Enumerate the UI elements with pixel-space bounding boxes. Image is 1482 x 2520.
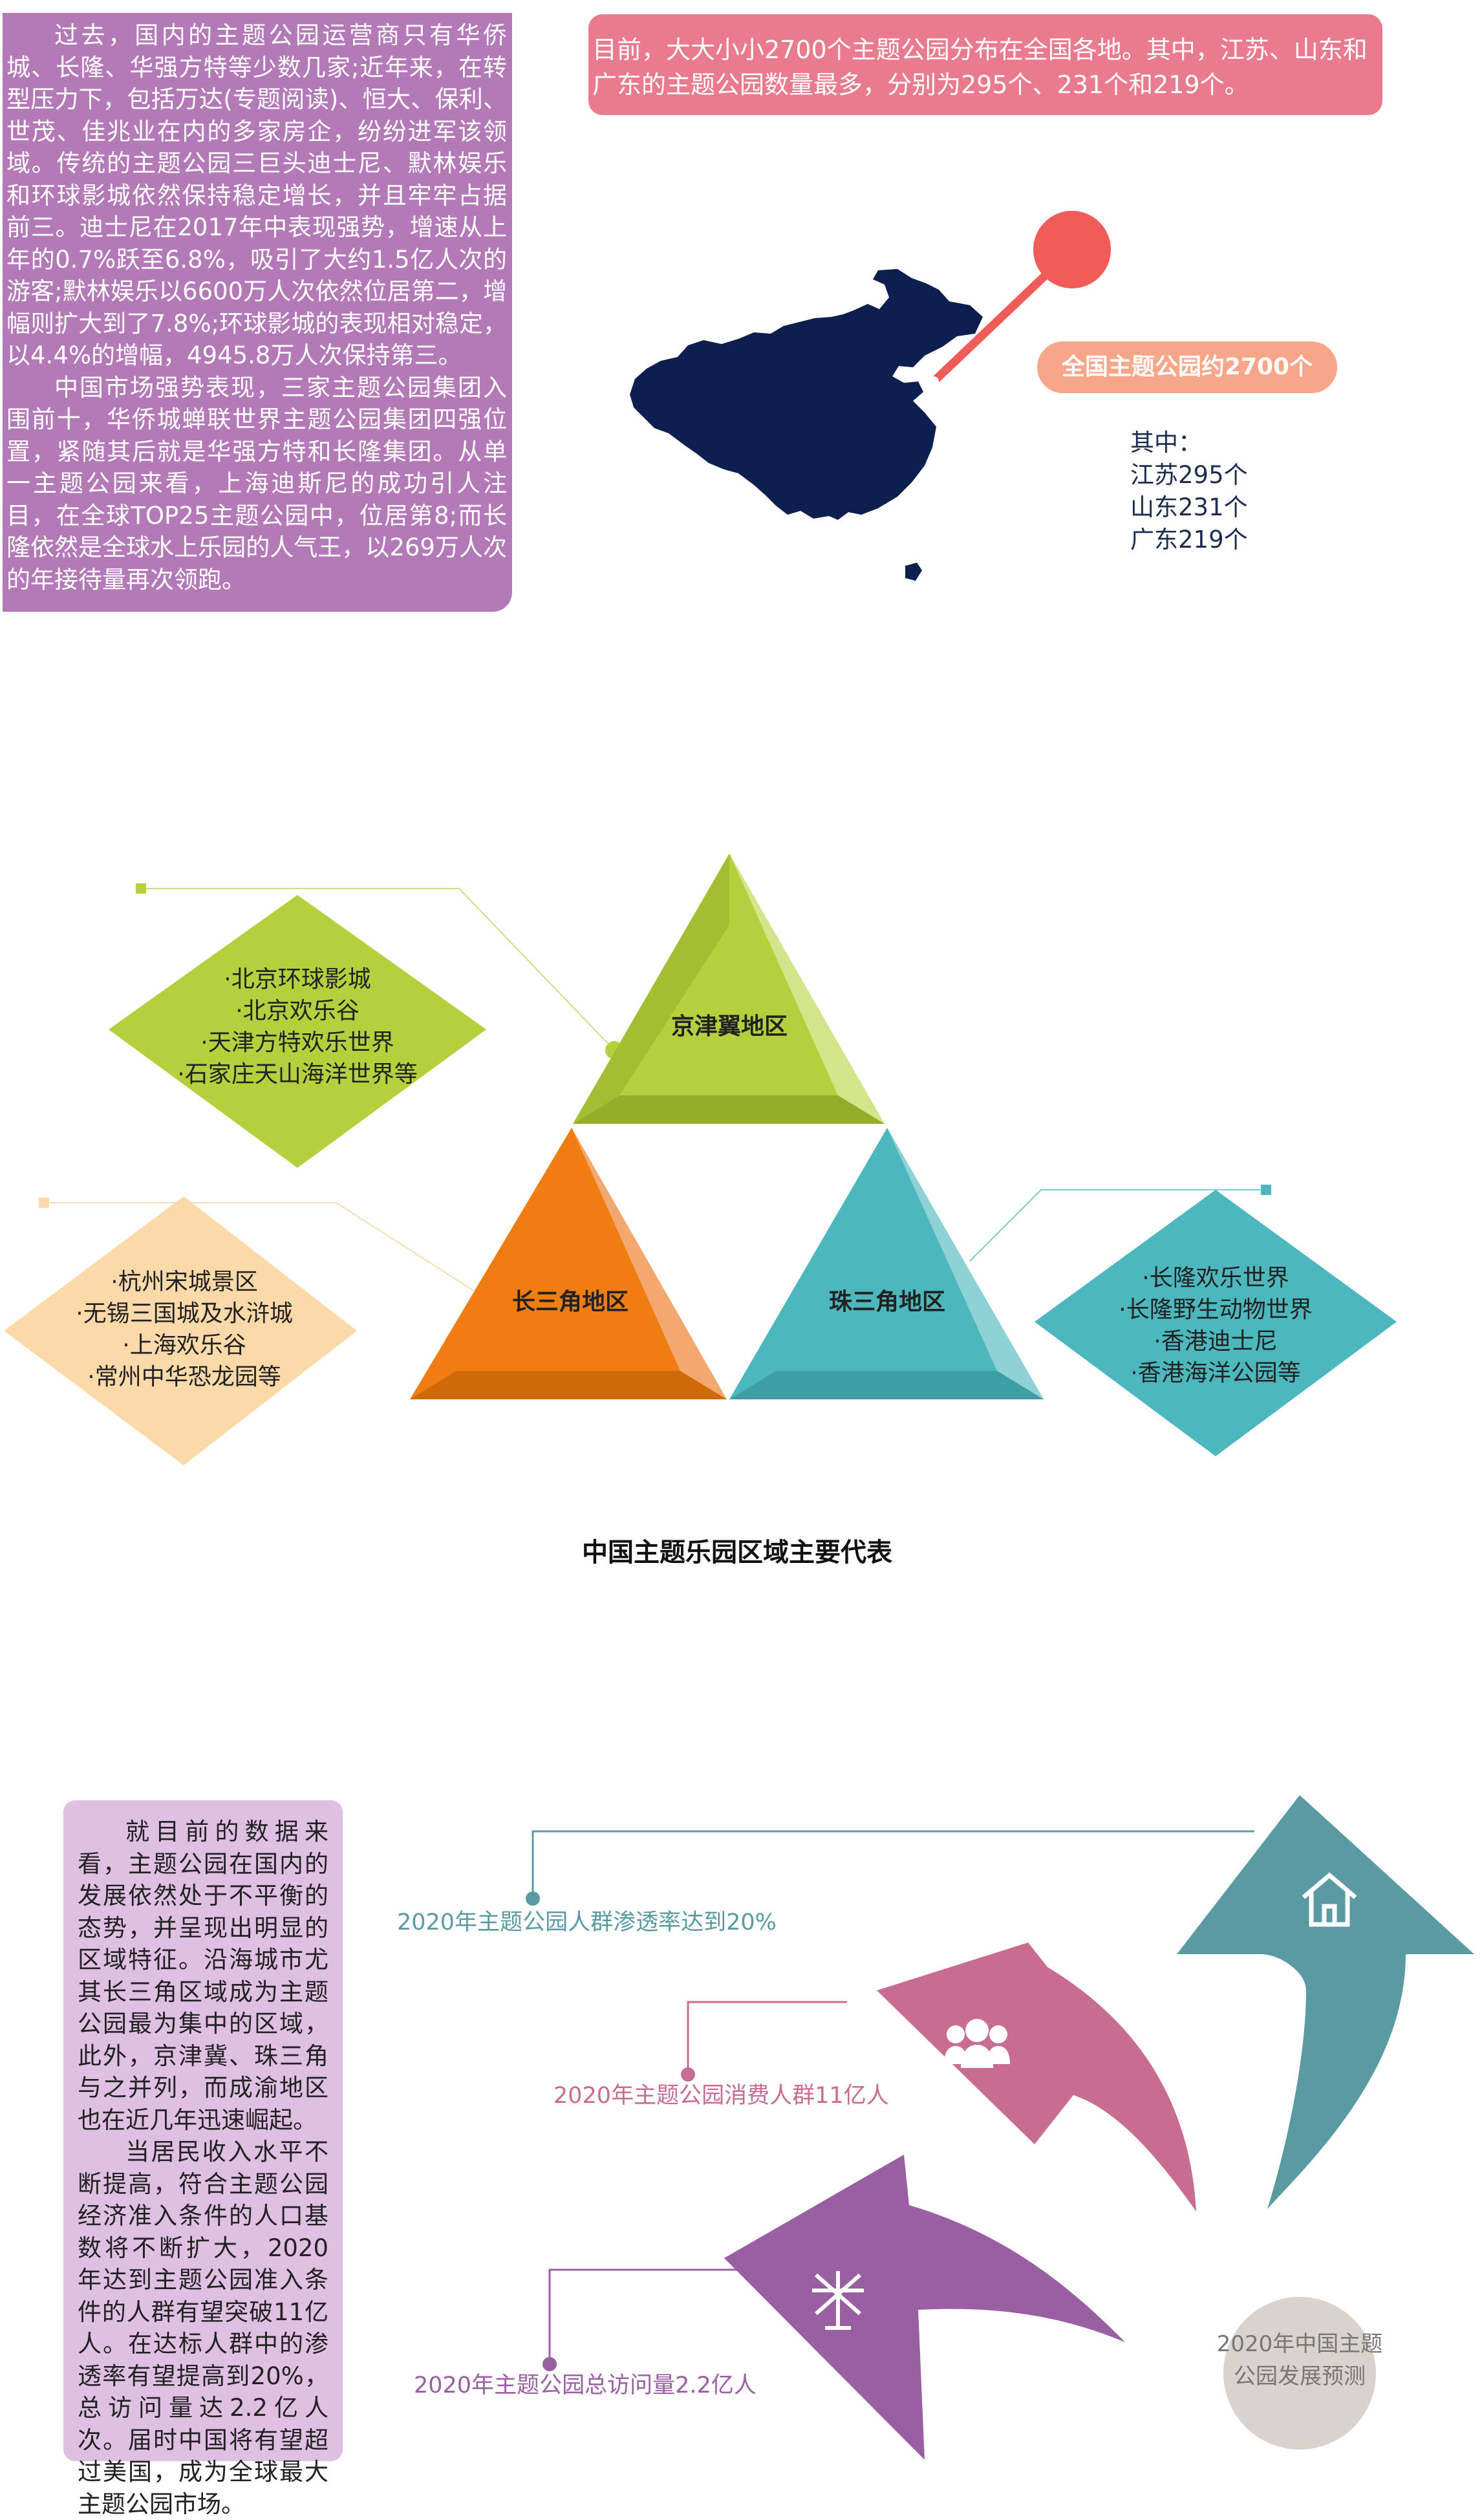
park-item: ·杭州宋城景区 [111, 1269, 258, 1295]
park-item: ·香港海洋公园等 [1130, 1360, 1301, 1386]
diamond-jingjinji [109, 895, 486, 1168]
park-item: ·常州中华恐龙园等 [87, 1364, 281, 1390]
park-item: ·长隆欢乐世界 [1142, 1265, 1289, 1291]
connector-dot-1 [526, 1891, 540, 1906]
province-item: 广东219个 [1130, 526, 1248, 554]
triangle-zhusanjiao [729, 1128, 1044, 1399]
connector-dot-3 [542, 2357, 557, 2371]
park-item: ·上海欢乐谷 [122, 1332, 246, 1359]
intro-paragraph-2: 中国市场强势表现，三家主题公园集团入围前十，华侨城蝉联世界主题公园集团四强位置，… [6, 373, 507, 594]
hainan-island-icon [905, 563, 922, 581]
china-map-graphic [630, 211, 1111, 581]
forecast-item-2: 2020年主题公园消费人群11亿人 [553, 2083, 889, 2109]
regions-diagram [4, 854, 1397, 1465]
connector-jingjinji [141, 888, 615, 1051]
parks-list-changsanjiao: ·杭州宋城景区 ·无锡三国城及水浒城 ·上海欢乐谷 ·常州中华恐龙园等 [39, 1266, 330, 1393]
forecast-text-box: 就目前的数据来看，主题公园在国内的发展依然处于不平衡的态势，并呈现出明显的区域特… [63, 1800, 343, 2518]
intro-text-box: 过去，国内的主题公园运营商只有华侨城、长隆、华强方特等少数几家;近年来，在转型压… [3, 13, 512, 612]
arrow-purple [724, 2155, 1125, 2460]
forecast-circle [1223, 2297, 1376, 2450]
diamond-changsanjiao [4, 1196, 357, 1465]
china-map-icon [630, 269, 983, 520]
forecast-item-3: 2020年主题公园总访问量2.2亿人 [414, 2373, 757, 2398]
diamond-zhusanjiao [1035, 1190, 1397, 1456]
park-item: ·石家庄天山海洋世界等 [177, 1061, 418, 1088]
forecast-item-1: 2020年主题公园人群渗透率达到20% [397, 1910, 777, 1935]
province-item: 山东231个 [1130, 493, 1248, 521]
triangle-label-changsanjiao: 长三角地区 [511, 1289, 628, 1315]
park-item: ·香港迪士尼 [1154, 1328, 1278, 1355]
connector-line-2 [687, 2001, 847, 2074]
total-count-pill: 全国主题公园约2700个 [1037, 341, 1337, 393]
intro-paragraph-1: 过去，国内的主题公园运营商只有华侨城、长隆、华强方特等少数几家;近年来，在转型压… [6, 21, 507, 369]
forecast-circle-label: 2020年中国主题公园发展预测 [1216, 2331, 1383, 2389]
connector-zhusanjiao [969, 1189, 1267, 1262]
connector-dot-2 [681, 2067, 695, 2082]
triangle-label-zhusanjiao: 珠三角地区 [828, 1289, 945, 1315]
ferris-wheel-icon [812, 2271, 864, 2330]
park-item: ·北京环球影城 [224, 966, 371, 993]
triangle-jingjinji [573, 854, 885, 1124]
province-item: 江苏295个 [1130, 461, 1248, 489]
province-list-heading: 其中： [1130, 429, 1202, 457]
connector-square [1261, 1185, 1271, 1195]
connector-square [39, 1198, 49, 1208]
connector-changsanjiao [44, 1202, 499, 1307]
arrow-teal [1177, 1795, 1474, 2209]
distribution-banner: 目前，大大小小2700个主题公园分布在全国各地。其中，江苏、山东和广东的主题公园… [588, 14, 1382, 115]
forecast-paragraph-2: 当居民收入水平不断提高，符合主题公园经济准入条件的人口基数将不断扩大，2020年… [78, 2138, 328, 2518]
pin-stick [929, 253, 1069, 386]
forecast-arrows-graphic [526, 1795, 1474, 2460]
regions-caption: 中国主题乐园区域主要代表 [582, 1538, 892, 1567]
pin-head [1033, 211, 1111, 288]
park-item: ·北京欢乐谷 [235, 998, 360, 1024]
people-icon [944, 2019, 1010, 2068]
forecast-paragraph-1: 就目前的数据来看，主题公园在国内的发展依然处于不平衡的态势，并呈现出明显的区域特… [78, 1818, 328, 2134]
connector-square [136, 883, 146, 894]
triangle-label-jingjinji: 京津翼地区 [671, 1013, 788, 1040]
connector-line-1 [532, 1830, 1254, 1899]
province-list: 其中： 江苏295个 山东231个 广东219个 [1130, 427, 1337, 556]
connector-line-3 [548, 2268, 737, 2364]
parks-list-jingjinji: ·北京环球影城 ·北京欢乐谷 ·天津方特欢乐世界 ·石家庄天山海洋世界等 [142, 964, 453, 1090]
house-icon [1302, 1872, 1357, 1927]
parks-list-zhusanjiao: ·长隆欢乐世界 ·长隆野生动物世界 ·香港迪士尼 ·香港海洋公园等 [1073, 1262, 1358, 1389]
park-item: ·长隆野生动物世界 [1119, 1297, 1313, 1323]
park-item: ·无锡三国城及水浒城 [76, 1300, 293, 1327]
park-item: ·天津方特欢乐世界 [200, 1029, 394, 1056]
triangle-changsanjiao [410, 1128, 727, 1399]
pin-dot [929, 376, 939, 387]
arrow-pink [877, 1943, 1196, 2212]
